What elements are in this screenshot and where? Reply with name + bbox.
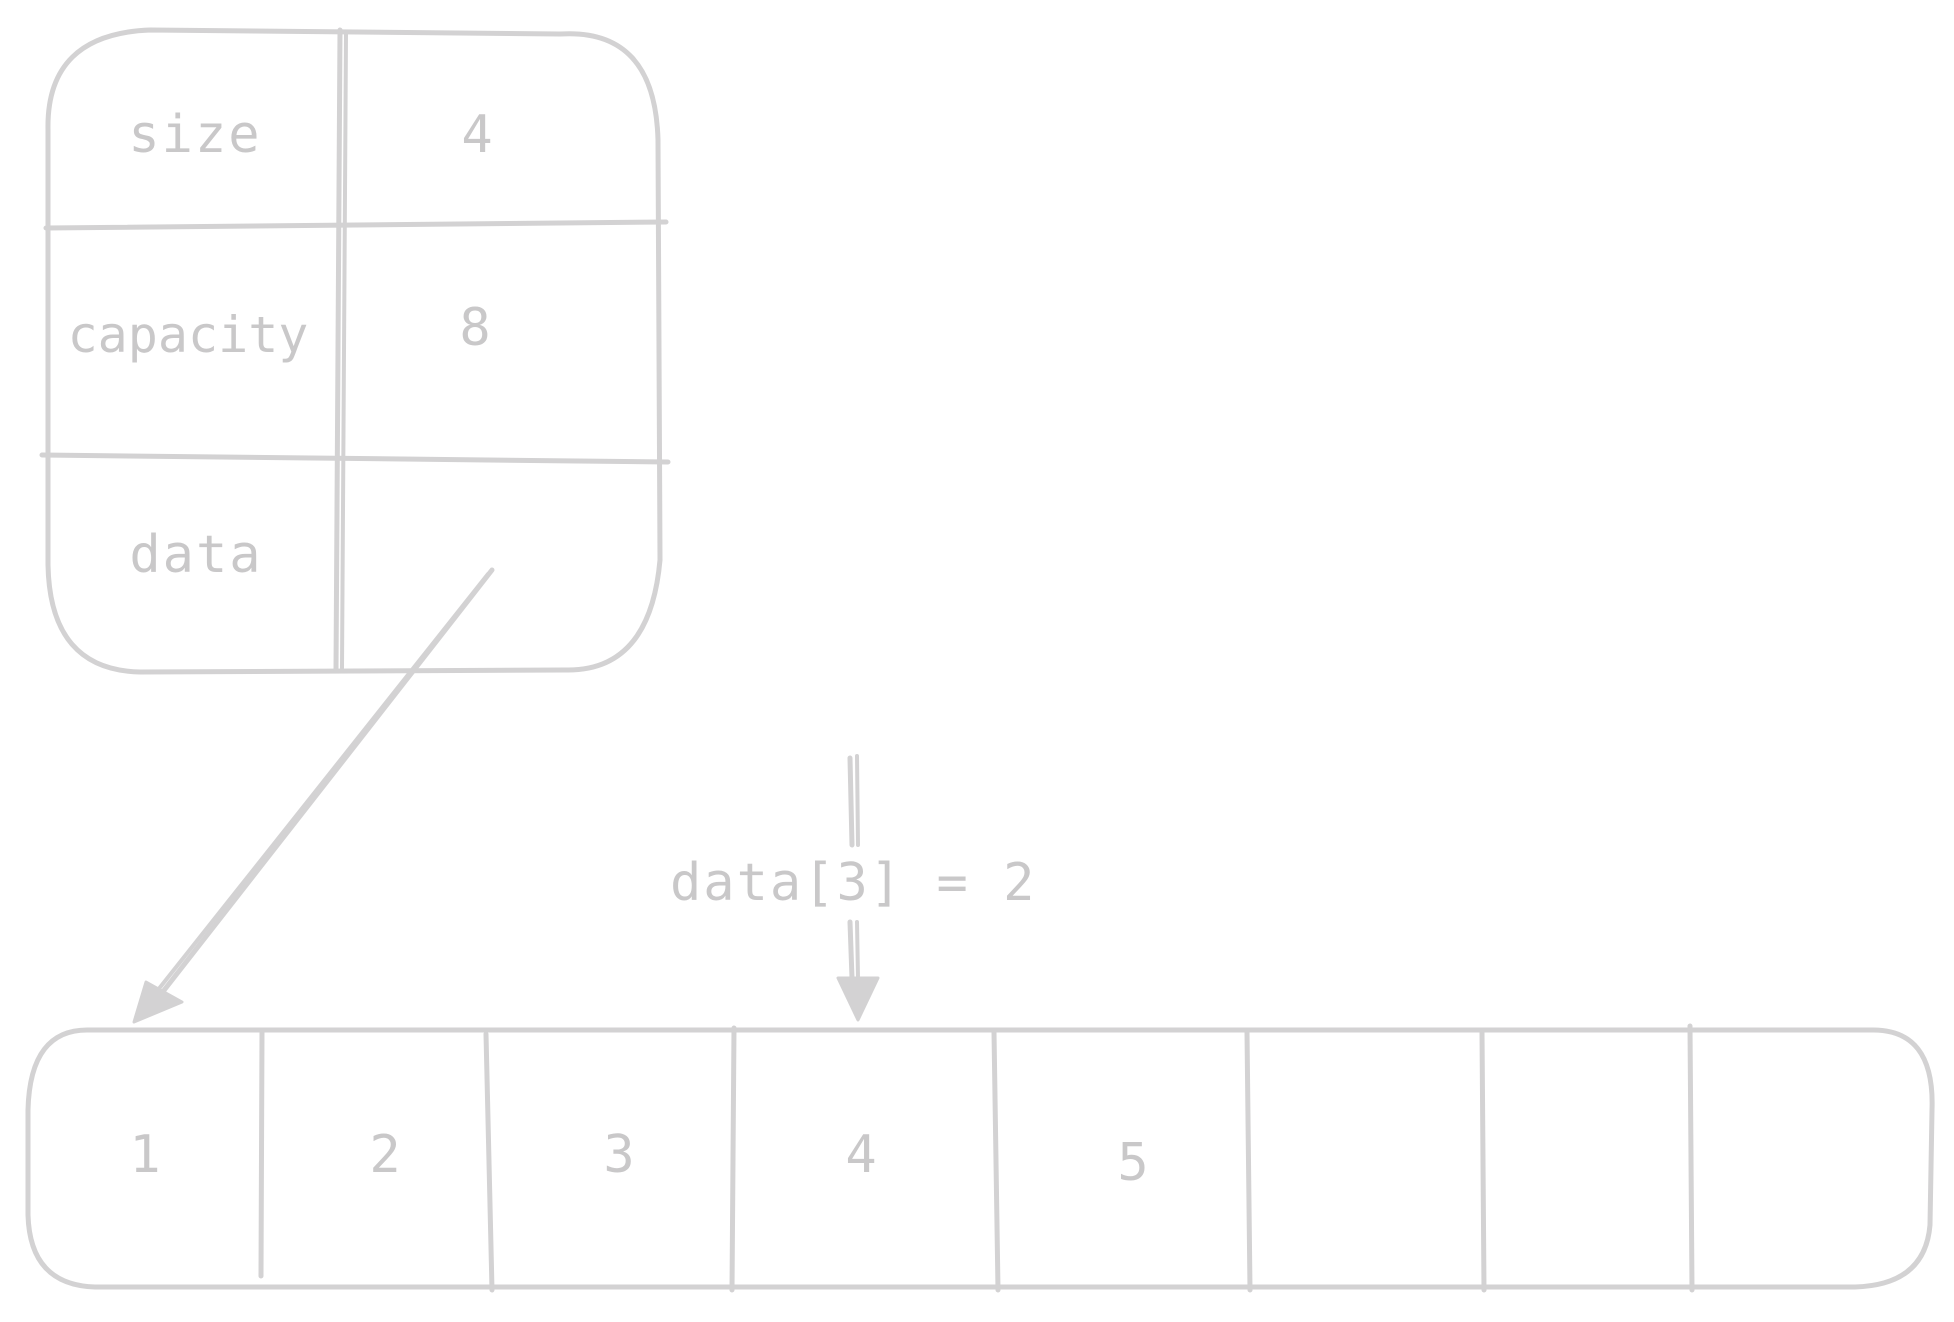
struct-row-divider-2 (39, 452, 671, 465)
data-pointer-arrowhead (132, 980, 184, 1024)
index-arrowhead (836, 976, 880, 1022)
field-name-capacity: capacity (68, 306, 309, 364)
struct-row-size: size 4 (128, 105, 494, 165)
field-value-capacity: 8 (459, 298, 492, 358)
struct-outline (45, 27, 663, 675)
array-cell-4: 5 (1117, 1133, 1150, 1193)
array-cell-3: 4 (845, 1125, 878, 1185)
struct-row-capacity: capacity 8 (68, 298, 492, 364)
struct-table: size 4 capacity 8 data (39, 27, 671, 675)
field-value-size: 4 (461, 105, 494, 165)
field-name-data: data (129, 525, 262, 585)
index-annotation-label: data[3] = 2 (670, 853, 1036, 913)
field-name-size: size (128, 105, 261, 165)
array-outline (25, 1027, 1935, 1290)
struct-row-data: data (129, 525, 262, 585)
array-cell-1: 2 (369, 1125, 402, 1185)
data-pointer-arrow (132, 567, 495, 1024)
backing-array: 1 2 3 4 5 (25, 1023, 1935, 1293)
struct-column-divider (333, 27, 343, 673)
index-annotation: data[3] = 2 (670, 754, 1036, 1022)
array-cell-2: 3 (603, 1125, 636, 1185)
array-cell-0: 1 (129, 1125, 162, 1185)
struct-row-divider-1 (43, 219, 669, 231)
